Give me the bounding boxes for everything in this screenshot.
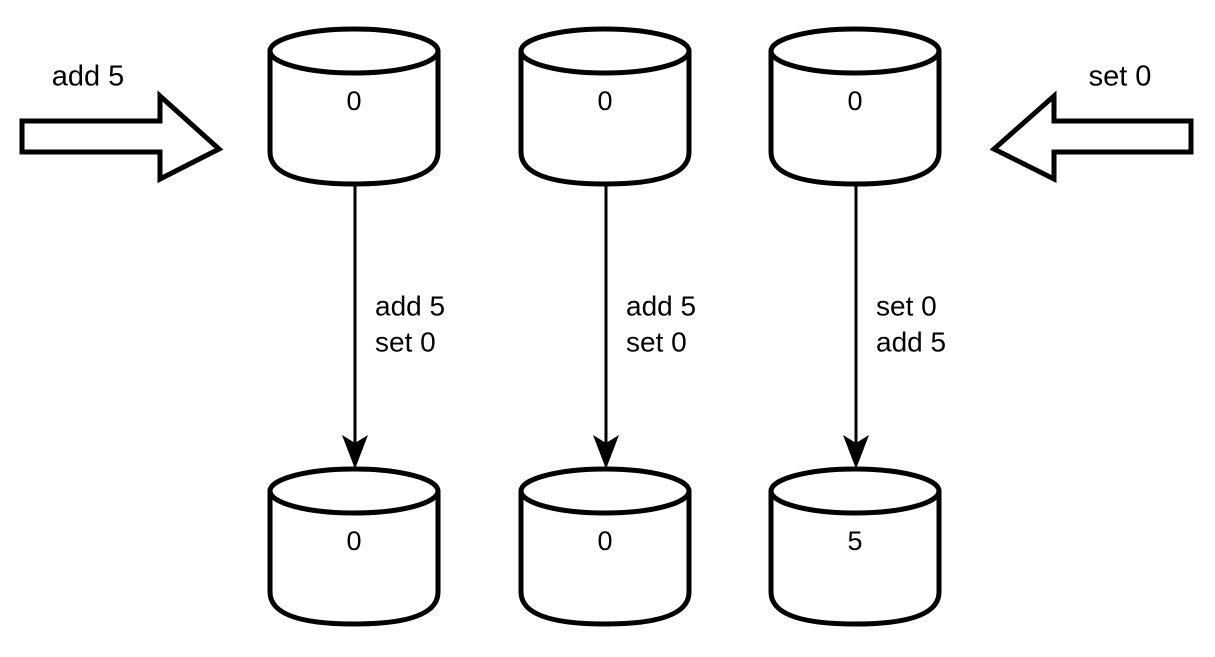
replica-2-operation-2: set 0 xyxy=(626,326,687,357)
replica-2-cylinder-before: 0 xyxy=(518,26,692,187)
replica-2-after-value: 0 xyxy=(597,526,612,556)
flow-arrowhead xyxy=(843,435,869,469)
flow-arrowhead xyxy=(342,435,368,469)
cylinder-top-ellipse xyxy=(267,26,441,76)
cylinder-top-ellipse xyxy=(768,26,942,76)
replica-3-column: 0 set 0 add 5 5 xyxy=(768,26,946,627)
cylinder-body xyxy=(768,48,942,187)
replica-3-cylinder-before: 0 xyxy=(768,26,942,187)
replica-3-cylinder-after: 5 xyxy=(768,466,942,627)
replica-2-before-value: 0 xyxy=(597,86,612,116)
flow-arrowhead xyxy=(593,435,619,469)
cylinder-body xyxy=(267,488,441,627)
replica-3-after-value: 5 xyxy=(847,526,862,556)
replica-1-after-value: 0 xyxy=(346,526,361,556)
cylinder-body xyxy=(768,488,942,627)
cylinder-top-ellipse xyxy=(518,26,692,76)
input-label-right: set 0 xyxy=(1089,61,1152,93)
replica-2-flow-arrow xyxy=(593,186,619,469)
replica-1-before-value: 0 xyxy=(346,86,361,116)
block-arrow-left-pointing xyxy=(989,90,1194,184)
replica-2-column: 0 add 5 set 0 0 xyxy=(518,26,696,627)
cylinder-body xyxy=(267,48,441,187)
input-label-left: add 5 xyxy=(52,61,125,93)
cylinder-top-ellipse xyxy=(518,466,692,516)
replica-1-column: 0 add 5 set 0 0 xyxy=(267,26,445,627)
input-arrow-left xyxy=(19,90,224,184)
cylinder-body xyxy=(518,488,692,627)
replica-1-operation-2: set 0 xyxy=(375,326,436,357)
replica-3-operation-1: set 0 xyxy=(876,290,937,321)
replica-3-operation-2: add 5 xyxy=(876,326,946,357)
cylinder-body xyxy=(518,48,692,187)
replica-2-cylinder-after: 0 xyxy=(518,466,692,627)
block-arrow-right-pointing xyxy=(19,90,224,184)
cylinder-top-ellipse xyxy=(267,466,441,516)
replica-1-operation-1: add 5 xyxy=(375,290,445,321)
replica-1-cylinder-before: 0 xyxy=(267,26,441,187)
replica-1-cylinder-after: 0 xyxy=(267,466,441,627)
replica-3-before-value: 0 xyxy=(847,86,862,116)
cylinder-top-ellipse xyxy=(768,466,942,516)
replica-2-operation-1: add 5 xyxy=(626,290,696,321)
replica-3-flow-arrow xyxy=(843,186,869,469)
replica-1-flow-arrow xyxy=(342,186,368,469)
input-arrow-right xyxy=(989,90,1194,184)
